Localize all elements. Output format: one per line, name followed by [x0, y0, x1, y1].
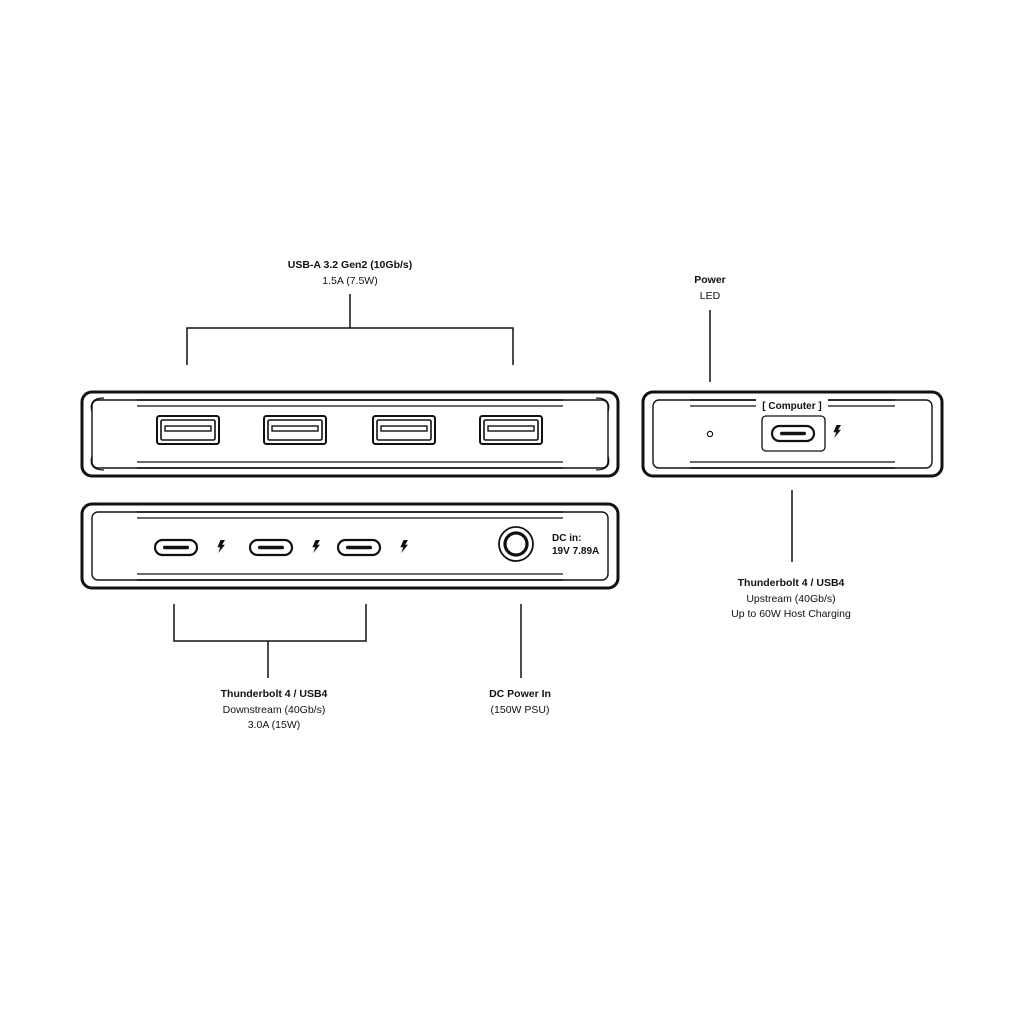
dc-power-label: DC Power In (150W PSU): [489, 687, 551, 718]
dc-in-label: DC in:: [552, 533, 581, 544]
dc-power-psu: (150W PSU): [490, 703, 550, 716]
dc-barrel-jack: [498, 526, 534, 562]
usb-c-port-2: [248, 538, 294, 557]
dc-power-title: DC Power In: [489, 688, 551, 700]
usb-a-port-3: [372, 415, 436, 445]
usb-a-power: 1.5A (7.5W): [322, 274, 378, 287]
tb-downstream-title: Thunderbolt 4 / USB4: [220, 688, 328, 700]
tb-upstream-title: Thunderbolt 4 / USB4: [737, 577, 845, 589]
usb-c-upstream-port: [770, 424, 816, 443]
upstream-panel: [ Computer ]: [641, 390, 944, 478]
usb-c-port-1: [153, 538, 199, 557]
usb-a-title: USB-A 3.2 Gen2 (10Gb/s): [287, 259, 413, 271]
usb-a-port-2: [263, 415, 327, 445]
tb-upstream-speed: Upstream (40Gb/s): [746, 592, 836, 605]
power-led-label: Power LED: [694, 273, 726, 304]
tb-upstream-label: Thunderbolt 4 / USB4 Upstream (40Gb/s) U…: [731, 576, 851, 623]
dc-in-rating: 19V 7.89A: [552, 546, 599, 557]
usb-c-port-3: [336, 538, 382, 557]
power-led-sub: LED: [699, 289, 721, 302]
tb-upstream-charging: Up to 60W Host Charging: [731, 608, 851, 620]
power-led-title: Power: [694, 274, 726, 286]
usb-a-port-1: [156, 415, 220, 445]
thunderbolt-panel: DC in: 19V 7.89A: [80, 502, 620, 590]
tb-downstream-speed: Downstream (40Gb/s): [222, 703, 326, 716]
leader-lines: [173, 294, 793, 678]
tb-downstream-power: 3.0A (15W): [247, 719, 301, 731]
usb-a-port-4: [479, 415, 543, 445]
usb-a-panel: [80, 390, 620, 478]
led-indicator: [706, 430, 714, 438]
tb-downstream-label: Thunderbolt 4 / USB4 Downstream (40Gb/s)…: [221, 687, 328, 734]
computer-tag: [ Computer ]: [762, 401, 821, 412]
usb-a-label: USB-A 3.2 Gen2 (10Gb/s) 1.5A (7.5W): [288, 258, 412, 289]
